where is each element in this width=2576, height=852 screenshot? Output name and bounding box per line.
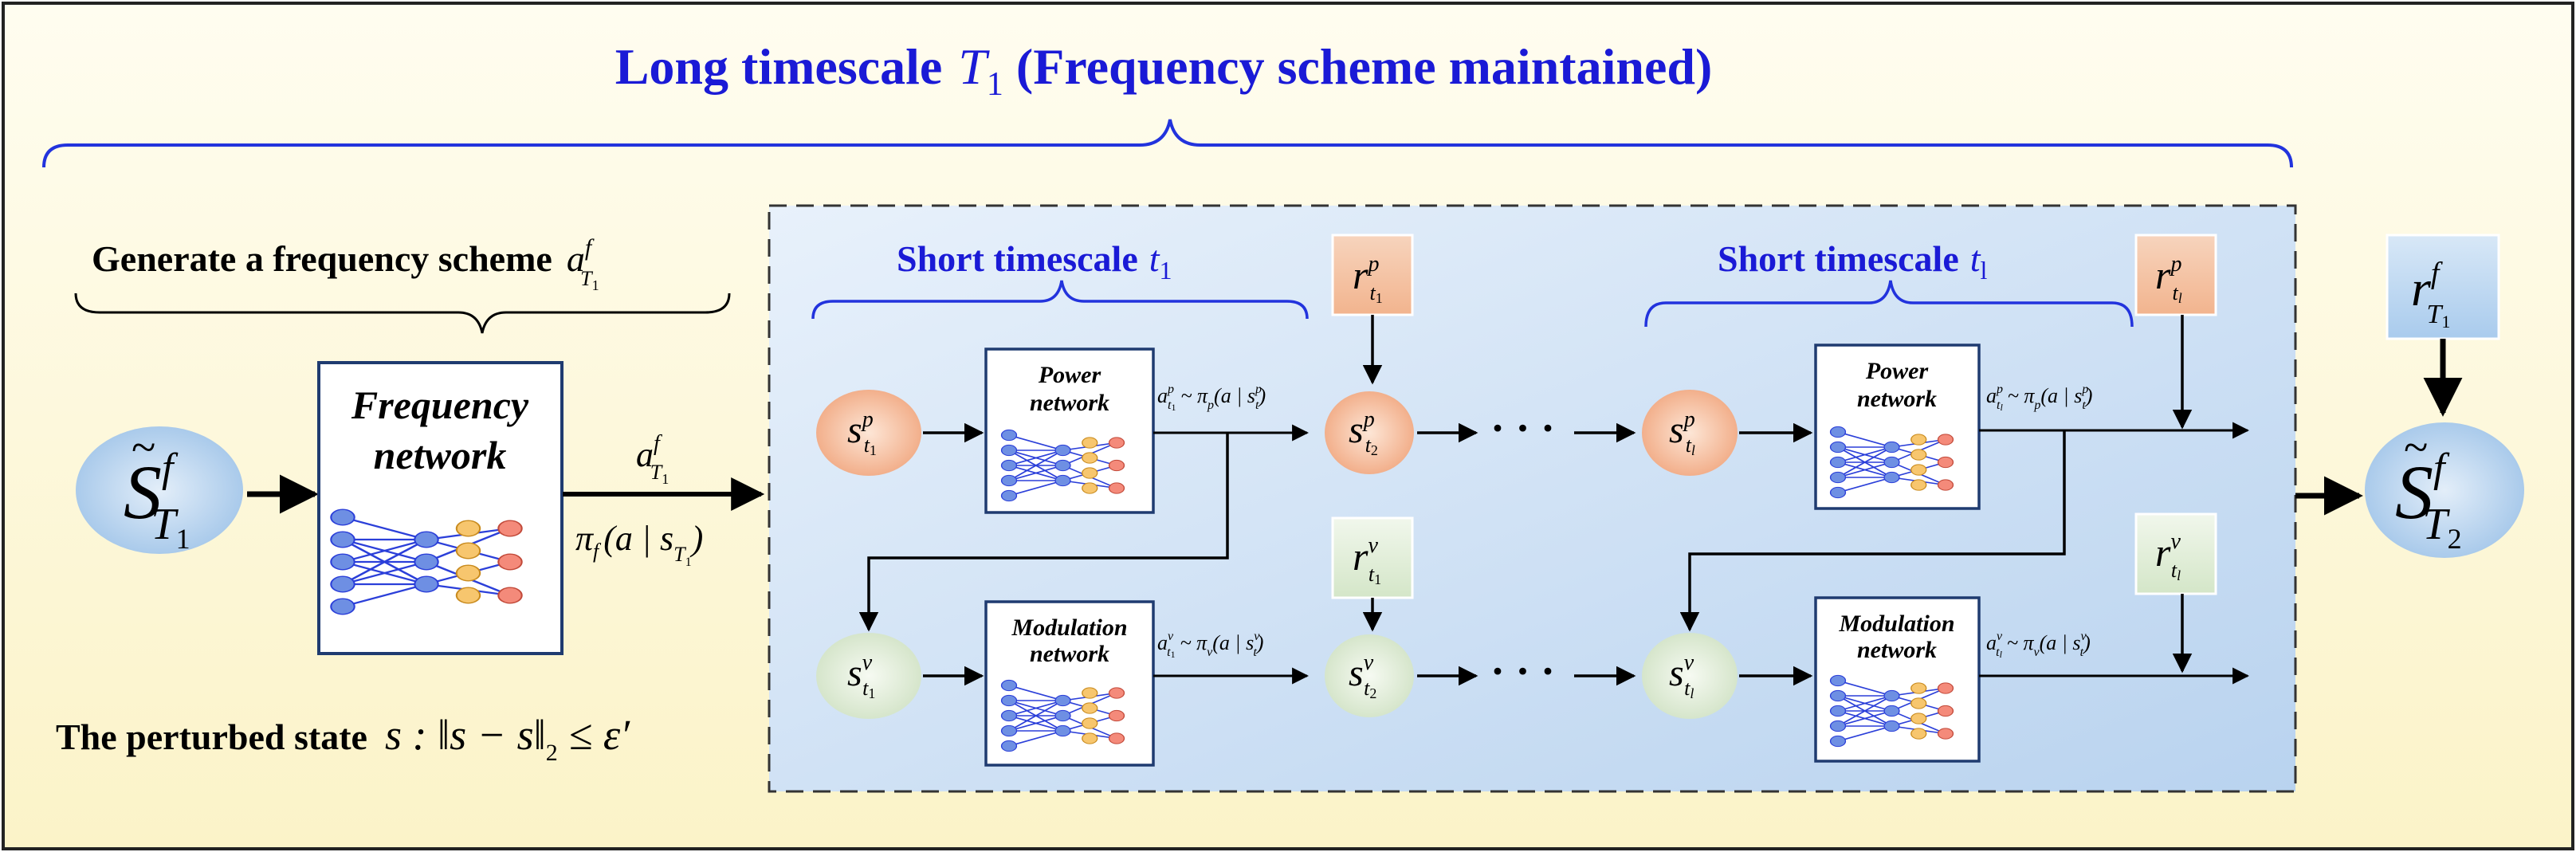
tilde-mark-output: ~ — [2404, 423, 2428, 473]
power-network-l-label-1: Power — [1865, 358, 1929, 384]
frequency-network-box — [317, 361, 564, 655]
state-output-node — [2365, 422, 2524, 558]
modulation-network-1-label-1: Modulation — [1011, 614, 1127, 641]
dots-bottom: · · · — [1490, 647, 1555, 695]
modulation-network-l-label-1: Modulation — [1838, 611, 1954, 637]
generate-scheme-brace — [74, 293, 731, 334]
state-v-t1-node — [816, 633, 921, 719]
power-network-1-label-2: network — [1030, 390, 1109, 416]
power-network-l-label-2: network — [1857, 386, 1937, 412]
reward-v-t1-box — [1331, 516, 1414, 599]
short-timescale-l-brace — [1644, 280, 2134, 328]
modulation-network-1-label-2: network — [1030, 641, 1109, 667]
dots-top: · · · — [1490, 404, 1555, 452]
tilde-mark: ~ — [132, 423, 155, 473]
state-v-tl-node — [1642, 633, 1738, 719]
state-p-t2-node — [1325, 391, 1414, 474]
power-network-1-label-1: Power — [1038, 362, 1101, 388]
modulation-network-1-box — [984, 600, 1155, 767]
long-timescale-brace — [42, 119, 2293, 168]
reward-p-tl-box — [2134, 234, 2217, 316]
state-p-t1-node — [816, 390, 921, 476]
connector-power1-to-sv1 — [858, 433, 1229, 632]
state-v-t2-node — [1325, 634, 1414, 717]
modulation-network-l-label-2: network — [1857, 637, 1937, 663]
connector-powerl-to-svl — [1679, 430, 2066, 632]
frequency-network-label-1: Frequency — [351, 383, 529, 427]
reward-v-tl-box — [2134, 512, 2217, 595]
short-timescale-1-brace — [811, 280, 1309, 320]
frequency-network-label-2: network — [374, 433, 507, 477]
state-p-tl-node — [1642, 390, 1738, 476]
reward-frequency-box — [2386, 234, 2500, 340]
state-input-node — [76, 426, 243, 554]
freq-policy-label: πf(a | sT1) — [575, 519, 703, 569]
